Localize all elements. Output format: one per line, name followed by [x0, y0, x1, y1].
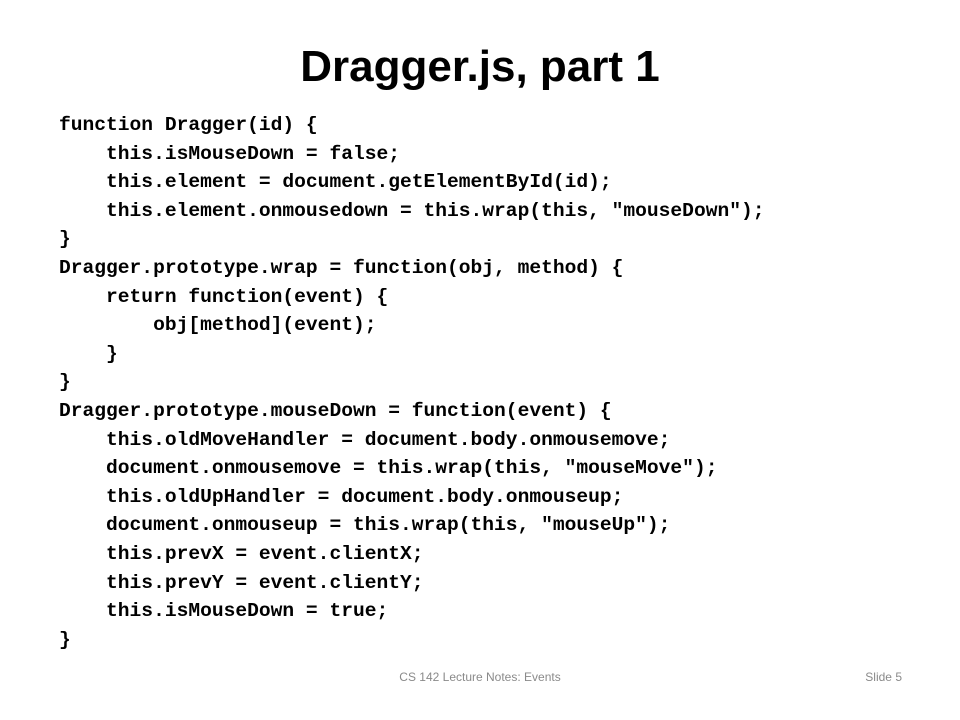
code-line: }: [59, 342, 118, 365]
code-line: obj[method](event);: [59, 314, 377, 337]
code-line: this.prevX = event.clientX;: [59, 542, 424, 565]
code-line: }: [59, 371, 71, 394]
code-line: this.element = document.getElementById(i…: [59, 171, 612, 194]
code-line: }: [59, 628, 71, 651]
code-line: document.onmouseup = this.wrap(this, "mo…: [59, 514, 671, 537]
slide-title: Dragger.js, part 1: [300, 42, 660, 91]
code-line: return function(event) {: [59, 285, 389, 308]
code-line: function Dragger(id) {: [59, 114, 318, 136]
footer-course-label: CS 142 Lecture Notes: Events: [399, 670, 561, 684]
code-line: }: [59, 228, 71, 251]
code-line: this.oldUpHandler = document.body.onmous…: [59, 485, 624, 508]
code-line: Dragger.prototype.wrap = function(obj, m…: [59, 256, 624, 279]
code-line: Dragger.prototype.mouseDown = function(e…: [59, 399, 612, 422]
code-block: function Dragger(id) { this.isMouseDown …: [59, 111, 949, 654]
code-line: this.isMouseDown = false;: [59, 142, 400, 165]
code-line: this.isMouseDown = true;: [59, 600, 389, 623]
code-line: this.oldMoveHandler = document.body.onmo…: [59, 428, 671, 451]
code-line: this.element.onmousedown = this.wrap(thi…: [59, 199, 765, 222]
code-line: this.prevY = event.clientY;: [59, 571, 424, 594]
code-line: document.onmousemove = this.wrap(this, "…: [59, 457, 718, 480]
footer-slide-number: Slide 5: [865, 670, 902, 684]
